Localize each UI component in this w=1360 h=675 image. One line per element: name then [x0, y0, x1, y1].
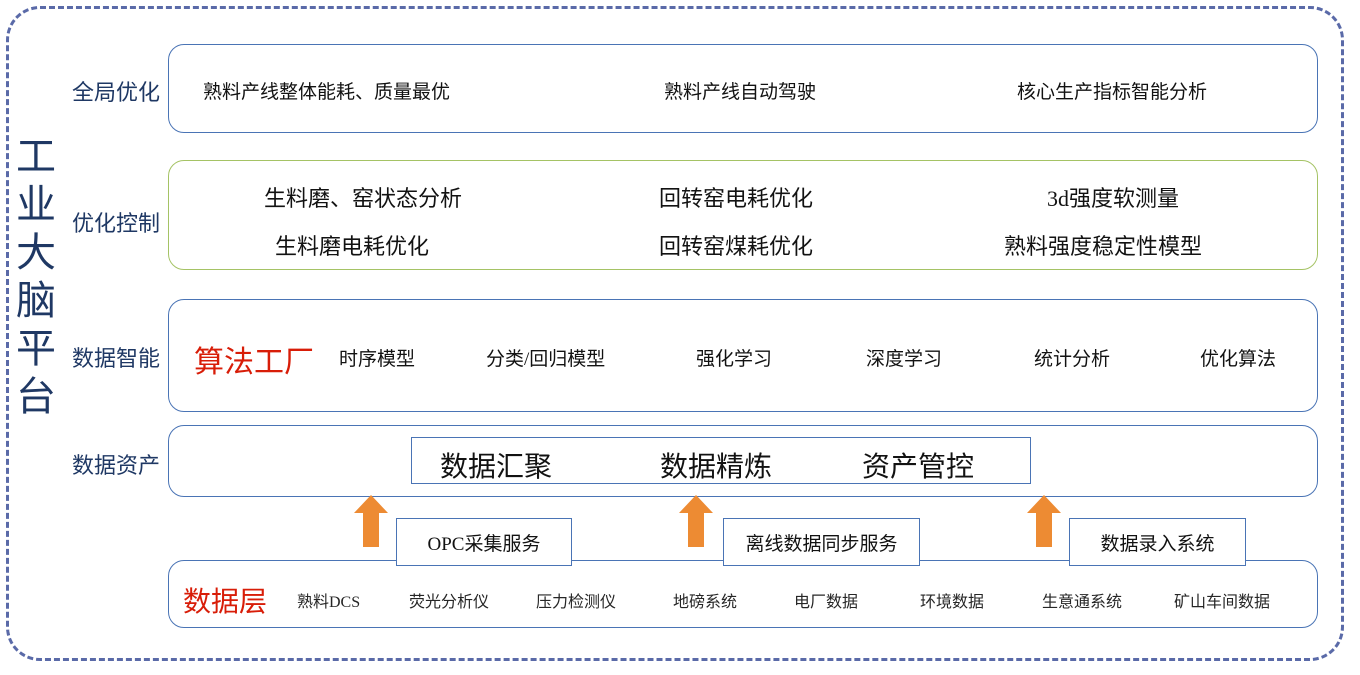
row-label-data-intelligence: 数据智能 — [71, 346, 160, 371]
item-opt-ctrl-r1c2: 回转窑电耗优化 — [659, 186, 814, 211]
platform-title-char-3: 大 — [16, 230, 56, 275]
row-label-global-optimization: 全局优化 — [71, 80, 160, 105]
platform-title: 工 业 大 脑 平 台 — [8, 133, 64, 421]
item-data-layer-4: 地磅系统 — [673, 594, 738, 611]
row-label-optimization-control: 优化控制 — [71, 211, 160, 236]
item-data-aggregation: 数据汇聚 — [440, 452, 553, 483]
item-data-intel-3: 强化学习 — [696, 349, 773, 370]
item-opt-ctrl-r1c3: 3d强度软测量 — [1047, 186, 1180, 211]
panel-data-intelligence: 算法工厂 时序模型 分类/回归模型 强化学习 深度学习 统计分析 优化算法 — [168, 299, 1318, 412]
item-data-layer-7: 生意通系统 — [1042, 594, 1123, 611]
item-global-opt-1: 熟料产线整体能耗、质量最优 — [203, 82, 451, 103]
inner-box-data-assets: 数据汇聚 数据精炼 资产管控 — [411, 437, 1031, 484]
platform-title-char-6: 台 — [16, 374, 56, 419]
item-data-intel-5: 统计分析 — [1034, 349, 1111, 370]
platform-title-char-4: 脑 — [16, 278, 56, 323]
item-algorithm-factory-highlight: 算法工厂 — [194, 346, 314, 379]
item-global-opt-3: 核心生产指标智能分析 — [1017, 82, 1208, 103]
up-arrow-data-entry-icon — [1027, 495, 1061, 547]
item-data-intel-6: 优化算法 — [1200, 349, 1277, 370]
up-arrow-offline-sync-icon — [679, 495, 713, 547]
item-global-opt-2: 熟料产线自动驾驶 — [664, 82, 817, 103]
panel-global-optimization: 熟料产线整体能耗、质量最优 熟料产线自动驾驶 核心生产指标智能分析 — [168, 44, 1318, 133]
item-data-intel-4: 深度学习 — [866, 349, 943, 370]
item-opt-ctrl-r2c3: 熟料强度稳定性模型 — [1004, 234, 1203, 259]
platform-title-char-1: 工 — [16, 134, 56, 179]
item-data-layer-5: 电厂数据 — [794, 594, 859, 611]
item-data-layer-1: 熟料DCS — [297, 594, 361, 611]
item-data-layer-title: 数据层 — [183, 587, 268, 618]
item-opt-ctrl-r2c2: 回转窑煤耗优化 — [659, 234, 814, 259]
item-data-layer-8: 矿山车间数据 — [1174, 594, 1271, 611]
service-box-offline-data-sync[interactable]: 离线数据同步服务 — [723, 518, 920, 566]
panel-data-layer: 数据层 熟料DCS 荧光分析仪 压力检测仪 地磅系统 电厂数据 环境数据 生意通… — [168, 560, 1318, 628]
panel-optimization-control: 生料磨、窑状态分析 回转窑电耗优化 3d强度软测量 生料磨电耗优化 回转窑煤耗优… — [168, 160, 1318, 270]
up-arrow-opc-icon — [354, 495, 388, 547]
item-data-intel-2: 分类/回归模型 — [486, 349, 606, 370]
item-asset-governance: 资产管控 — [862, 452, 975, 483]
item-data-refinement: 数据精炼 — [660, 452, 773, 483]
platform-title-char-2: 业 — [16, 182, 56, 227]
item-data-intel-1: 时序模型 — [339, 349, 416, 370]
panel-data-assets: 数据汇聚 数据精炼 资产管控 — [168, 425, 1318, 497]
item-opt-ctrl-r1c1: 生料磨、窑状态分析 — [264, 186, 463, 211]
platform-title-char-5: 平 — [16, 326, 56, 371]
item-data-layer-6: 环境数据 — [920, 594, 985, 611]
row-label-data-assets: 数据资产 — [71, 453, 160, 478]
service-box-data-entry-system[interactable]: 数据录入系统 — [1069, 518, 1246, 566]
item-data-layer-2: 荧光分析仪 — [409, 594, 490, 611]
item-opt-ctrl-r2c1: 生料磨电耗优化 — [275, 234, 430, 259]
item-data-layer-3: 压力检测仪 — [536, 594, 617, 611]
service-box-opc-collection[interactable]: OPC采集服务 — [396, 518, 572, 566]
